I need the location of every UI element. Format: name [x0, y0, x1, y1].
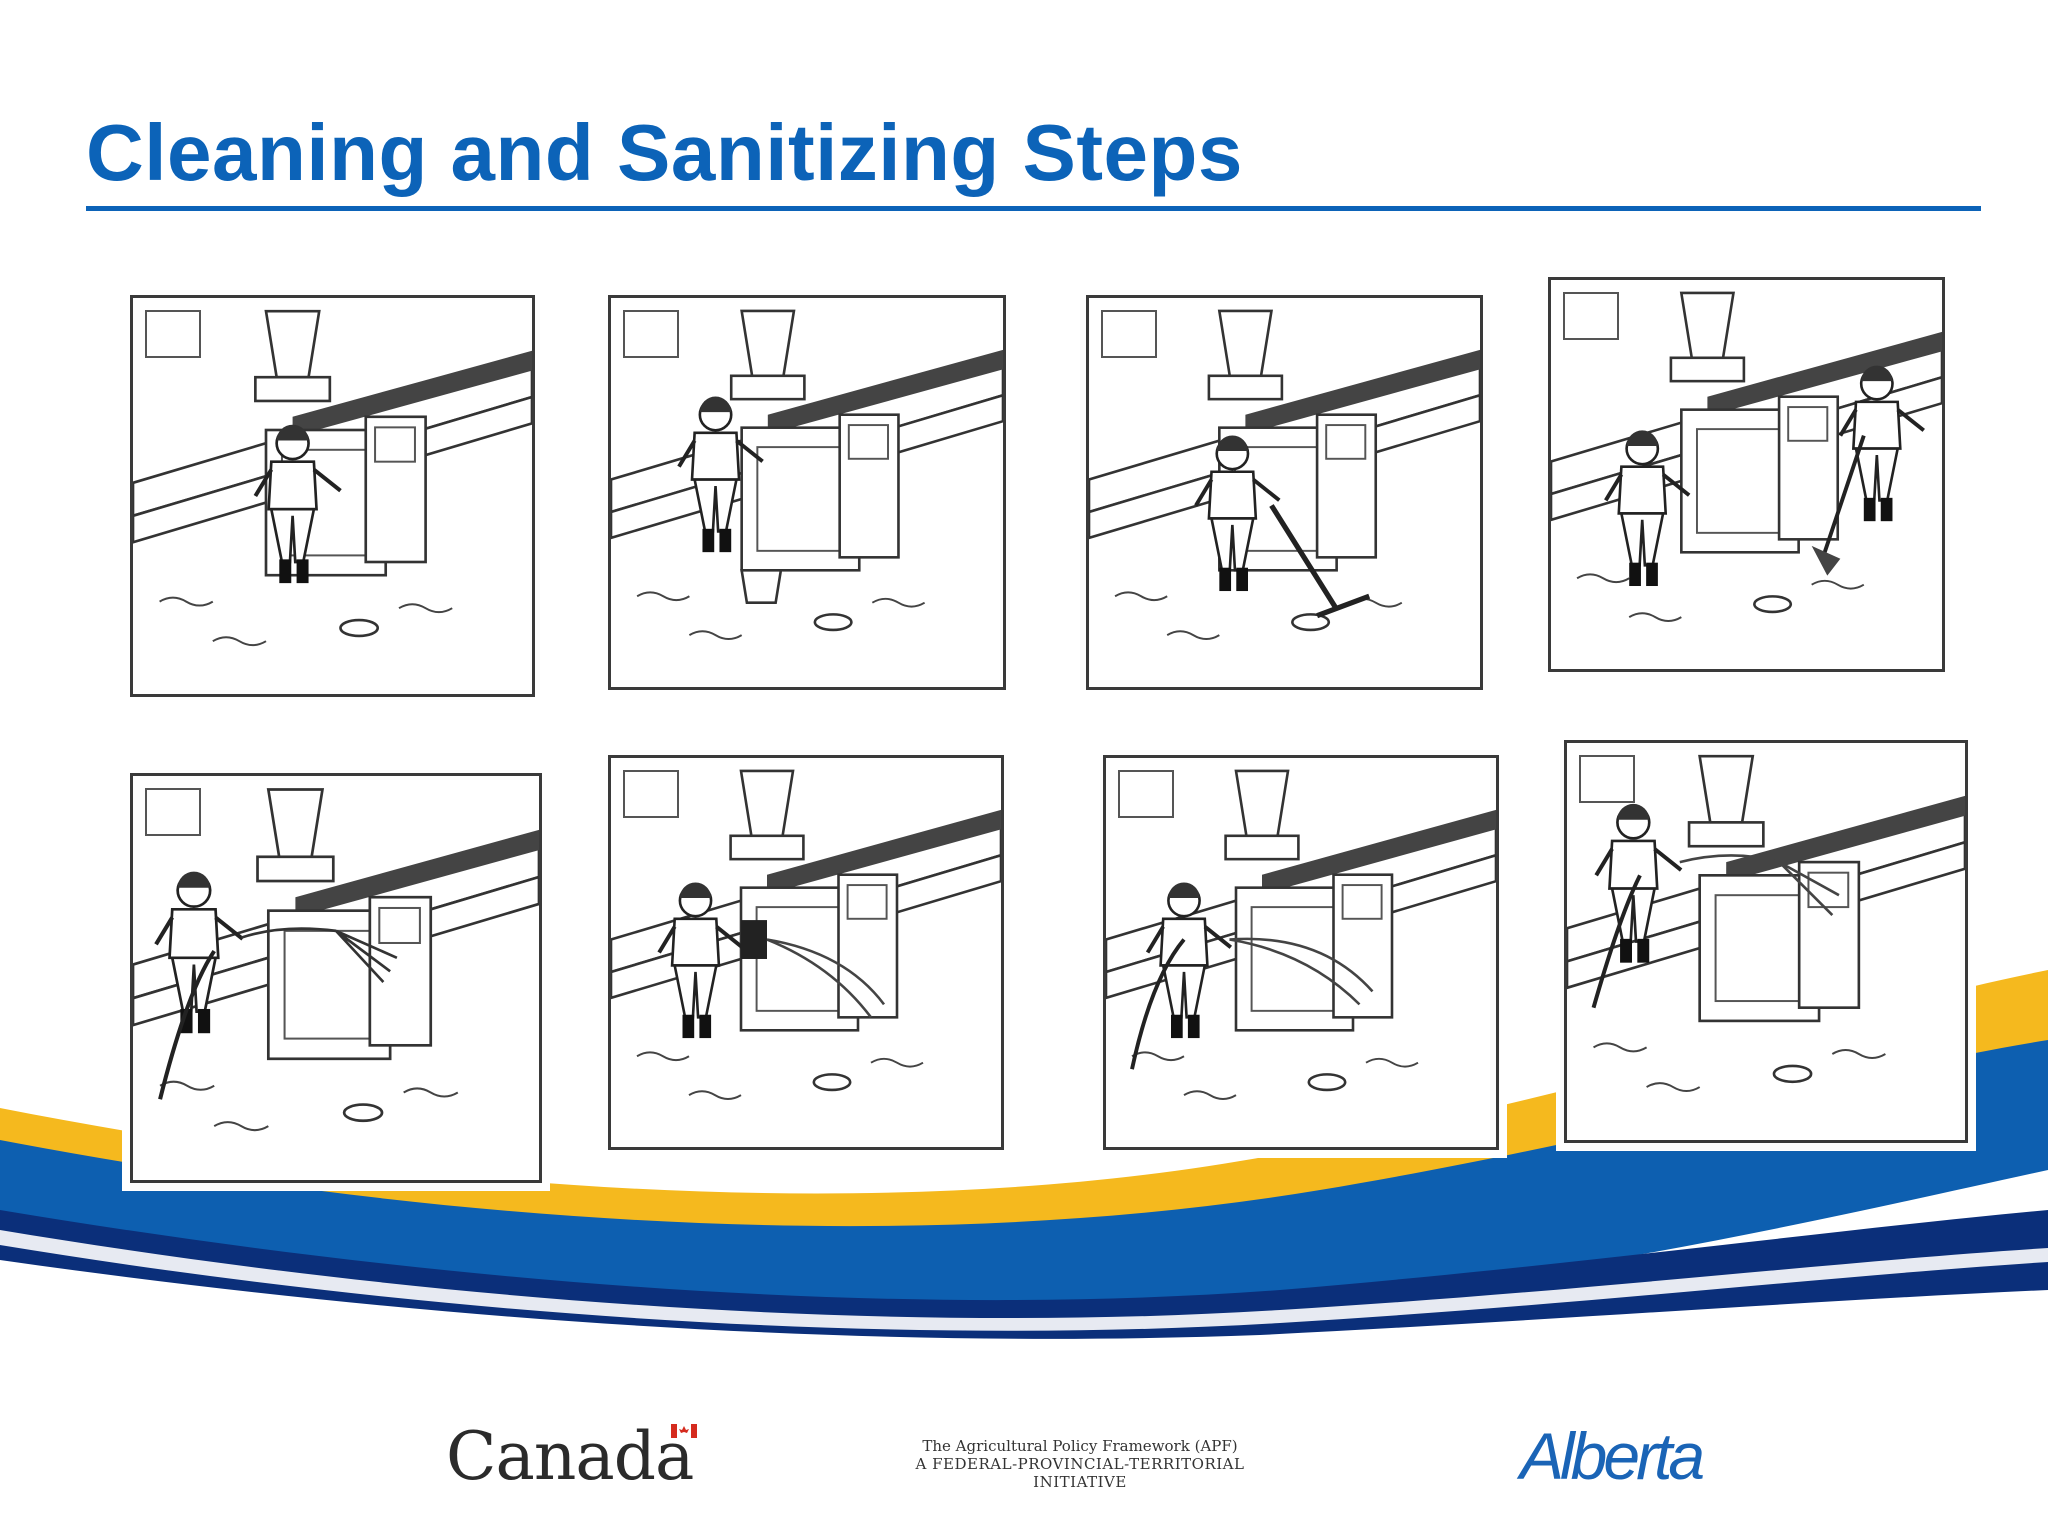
- apf-initiative-text: The Agricultural Policy Framework (APF) …: [870, 1437, 1290, 1491]
- step-checkbox[interactable]: [1563, 292, 1619, 340]
- step-8-illustration: [1567, 754, 1965, 1093]
- alberta-wordmark-logo: Alberta: [1520, 1419, 1705, 1493]
- apf-line-1: The Agricultural Policy Framework (APF): [922, 1437, 1238, 1455]
- step-2-illustration: [611, 309, 1003, 641]
- step-4-illustration: [1551, 291, 1942, 623]
- step-checkbox[interactable]: [1579, 755, 1635, 803]
- canadian-flag-icon: [671, 1424, 698, 1438]
- step-6-illustration: [611, 769, 1001, 1101]
- slide-title: Cleaning and Sanitizing Steps: [86, 108, 1243, 197]
- step-checkbox[interactable]: [1101, 310, 1157, 358]
- title-underline: [86, 206, 1981, 211]
- step-3-illustration: [1089, 309, 1480, 641]
- apf-line-2: A FEDERAL-PROVINCIAL-TERRITORIAL INITIAT…: [915, 1455, 1245, 1491]
- step-checkbox[interactable]: [145, 788, 201, 836]
- step-panel-6: [608, 755, 1004, 1150]
- step-panel-1: [130, 295, 535, 697]
- step-panel-8: [1564, 740, 1968, 1143]
- step-panel-7: [1103, 755, 1499, 1150]
- step-checkbox[interactable]: [1118, 770, 1174, 818]
- step-panel-4: [1548, 277, 1945, 672]
- step-checkbox[interactable]: [623, 310, 679, 358]
- canada-wordmark-logo: Canada: [446, 1418, 698, 1495]
- step-panel-5: [130, 773, 542, 1183]
- step-panel-3: [1086, 295, 1483, 690]
- step-checkbox[interactable]: [623, 770, 679, 818]
- step-7-illustration: [1106, 769, 1496, 1101]
- step-panel-2: [608, 295, 1006, 690]
- step-checkbox[interactable]: [145, 310, 201, 358]
- step-5-illustration: [133, 788, 539, 1132]
